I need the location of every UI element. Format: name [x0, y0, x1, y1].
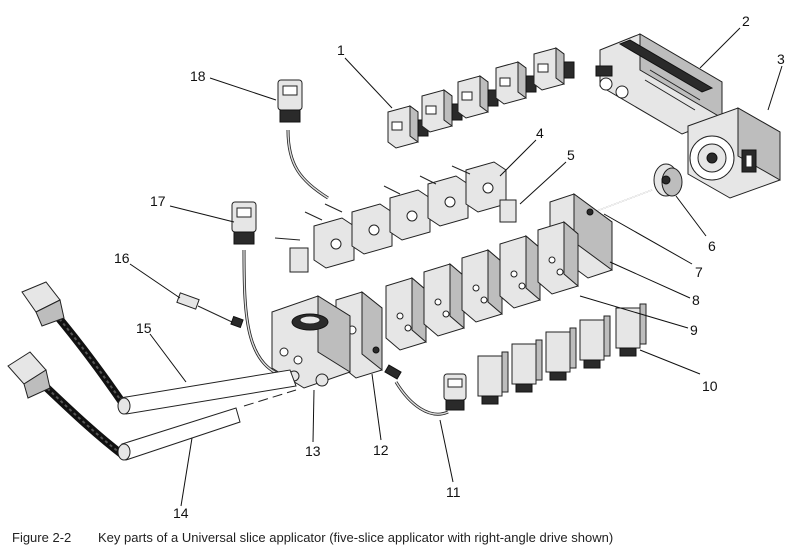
callout-13: 13: [305, 443, 321, 459]
callout-4: 4: [536, 125, 544, 141]
part-connector-11: [384, 364, 467, 416]
callout-3: 3: [777, 51, 785, 67]
part-hose-14: [7, 351, 297, 461]
part-coupling: [653, 163, 683, 197]
callout-18: 18: [190, 68, 206, 84]
callout-labels: 1 2 3 4 5 6 7 8 9 10 11 12 13 14 15 16 1…: [114, 13, 785, 521]
callout-10: 10: [702, 378, 718, 394]
part-gearbox: [687, 107, 781, 199]
callout-12: 12: [373, 442, 389, 458]
figure-caption: Figure 2-2 Key parts of a Universal slice…: [12, 530, 613, 545]
callout-2: 2: [742, 13, 750, 29]
part-sensor: [176, 292, 244, 329]
part-mounting-blocks: [274, 161, 517, 273]
callout-1: 1: [337, 42, 345, 58]
part-service-modules: [385, 220, 579, 351]
callout-6: 6: [708, 238, 716, 254]
callout-15: 15: [136, 320, 152, 336]
part-drive-shaft: [593, 189, 653, 213]
part-hose-15: [21, 281, 297, 415]
callout-9: 9: [690, 322, 698, 338]
part-solenoid-valves: [387, 47, 575, 149]
part-drive-head: [271, 295, 351, 389]
part-connector-18: [277, 79, 329, 200]
callout-7: 7: [695, 264, 703, 280]
figure-caption-text: Key parts of a Universal slice applicato…: [98, 530, 614, 545]
leader-lines: [129, 27, 783, 507]
part-motor: [595, 33, 723, 135]
callout-5: 5: [567, 147, 575, 163]
callout-17: 17: [150, 193, 166, 209]
callout-14: 14: [173, 505, 189, 521]
part-guns: [477, 303, 647, 405]
callout-16: 16: [114, 250, 130, 266]
callout-11: 11: [446, 484, 461, 500]
figure-number: Figure 2-2: [12, 530, 72, 545]
callout-8: 8: [692, 292, 700, 308]
